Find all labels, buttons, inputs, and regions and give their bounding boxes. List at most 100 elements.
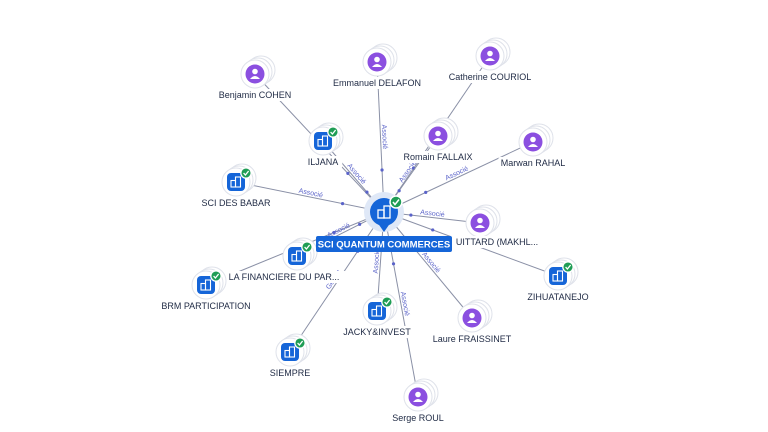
center-node-pin (377, 222, 391, 232)
check-mark-icon (565, 264, 572, 271)
check-mark-icon (392, 199, 400, 206)
edge-label-uittard: Associé (420, 209, 445, 219)
person-icon (252, 68, 258, 75)
node-uittard[interactable]: UITTARD (MAKHL... (449, 204, 545, 248)
person-icon (487, 50, 493, 57)
node-catherine-couriol[interactable]: Catherine COURIOL (442, 37, 538, 83)
building-icon (317, 135, 329, 147)
building-icon (291, 250, 303, 262)
check-mark-icon (384, 299, 391, 306)
edge-label-laure-fraissinet: Associé (420, 251, 441, 274)
person-icon-body (372, 64, 382, 67)
node-la-financiere[interactable]: LA FINANCIERE DU PAR... (221, 237, 347, 283)
building-icon (230, 176, 242, 188)
node-zihuatanejo[interactable]: ZIHUATANEJO (525, 257, 591, 303)
node-label-box (268, 367, 312, 379)
person-icon (415, 391, 421, 398)
verified-check-icon (294, 337, 306, 349)
verified-check-icon (327, 126, 339, 138)
verified-check-icon (210, 270, 222, 282)
verified-check-icon (389, 195, 403, 209)
building-icon (377, 205, 391, 219)
person-icon-body (528, 144, 538, 147)
verified-check-icon (301, 241, 313, 253)
node-label-box (215, 89, 295, 101)
node-label-siempre[interactable]: SIEMPRE (270, 368, 311, 378)
node-label-box (442, 71, 538, 83)
node-label-iljana[interactable]: ILJANA (308, 157, 339, 167)
node-brm-participation[interactable]: BRM PARTICIPATION (158, 266, 254, 312)
node-label-box (427, 333, 517, 345)
node-label-box (449, 236, 545, 248)
edge-arrow-marwan-rahal (424, 190, 428, 194)
node-label-uittard[interactable]: UITTARD (MAKHL... (456, 237, 538, 247)
verified-check-icon (381, 296, 393, 308)
node-label-box (332, 77, 422, 89)
verified-check-icon (240, 167, 252, 179)
person-icon (374, 56, 380, 63)
building-icon (371, 305, 383, 317)
edge-label-emmanuel-delafon: Associé (380, 124, 388, 149)
person-icon-body (485, 58, 495, 61)
person-icon (530, 136, 536, 143)
edge-arrow-la-financiere (358, 222, 362, 226)
edge-arrow-uittard (409, 213, 413, 217)
person-icon (477, 217, 483, 224)
node-label-brm-participation[interactable]: BRM PARTICIPATION (161, 301, 250, 311)
node-label-box (398, 151, 478, 163)
edge-arrow-brm-participation (332, 230, 336, 235)
node-sci-des-babar[interactable]: SCI DES BABAR (198, 163, 274, 209)
center-label-box (316, 236, 452, 252)
node-label-box (221, 271, 347, 283)
building-icon (284, 346, 296, 358)
node-label-benjamin-cohen[interactable]: Benjamin COHEN (219, 90, 292, 100)
check-mark-icon (330, 129, 337, 136)
node-jacky-invest[interactable]: JACKY&INVEST (342, 292, 412, 338)
node-label-box (498, 157, 568, 169)
building-icon (200, 279, 212, 291)
node-serge-roul[interactable]: Serge ROUL (388, 378, 448, 424)
node-label-la-financiere[interactable]: LA FINANCIERE DU PAR... (229, 272, 340, 282)
node-label-romain-fallaix[interactable]: Romain FALLAIX (403, 152, 472, 162)
node-iljana[interactable]: ILJANA (303, 122, 344, 168)
node-siempre[interactable]: SIEMPRE (268, 333, 312, 379)
node-label-laure-fraissinet[interactable]: Laure FRAISSINET (433, 334, 512, 344)
node-label-emmanuel-delafon[interactable]: Emmanuel DELAFON (333, 78, 421, 88)
center-node[interactable]: SCI QUANTUM COMMERCES (316, 192, 452, 252)
check-mark-icon (243, 170, 250, 177)
edge-label-serge-roul: Associé (399, 291, 410, 316)
node-label-serge-roul[interactable]: Serge ROUL (392, 413, 444, 423)
edge-arrow-zihuatanejo (431, 228, 435, 232)
person-icon-body (467, 320, 477, 323)
nodes-layer: Benjamin COHEN Emmanuel DELAFON Catherine … (158, 37, 591, 424)
node-label-marwan-rahal[interactable]: Marwan RAHAL (501, 158, 566, 168)
node-marwan-rahal[interactable]: Marwan RAHAL (498, 123, 568, 169)
node-laure-fraissinet[interactable]: Laure FRAISSINET (427, 299, 517, 345)
node-label-zihuatanejo[interactable]: ZIHUATANEJO (527, 292, 588, 302)
node-label-box (303, 156, 343, 168)
edge-arrow-iljana (365, 190, 369, 194)
person-icon-body (433, 138, 443, 141)
node-label-box (342, 326, 412, 338)
center-label[interactable]: SCI QUANTUM COMMERCES (318, 240, 450, 251)
node-label-box (525, 291, 591, 303)
edge-arrow-serge-roul (391, 262, 396, 266)
person-icon-body (475, 225, 485, 228)
node-emmanuel-delafon[interactable]: Emmanuel DELAFON (332, 43, 422, 89)
edge-laure-fraissinet (383, 211, 473, 319)
node-label-jacky-invest[interactable]: JACKY&INVEST (343, 327, 411, 337)
node-romain-fallaix[interactable]: Romain FALLAIX (398, 117, 478, 163)
node-label-catherine-couriol[interactable]: Catherine COURIOL (449, 72, 532, 82)
person-icon-body (250, 76, 260, 79)
verified-check-icon (562, 261, 574, 273)
node-label-box (158, 300, 254, 312)
node-label-sci-des-babar[interactable]: SCI DES BABAR (201, 198, 271, 208)
person-icon (435, 130, 441, 137)
person-icon-body (413, 399, 423, 402)
node-label-box (198, 197, 274, 209)
edge-label-romain-fallaix: Associé (398, 160, 418, 184)
edge-arrow-romain-fallaix (397, 189, 401, 193)
person-icon (469, 312, 475, 319)
node-benjamin-cohen[interactable]: Benjamin COHEN (215, 55, 295, 101)
